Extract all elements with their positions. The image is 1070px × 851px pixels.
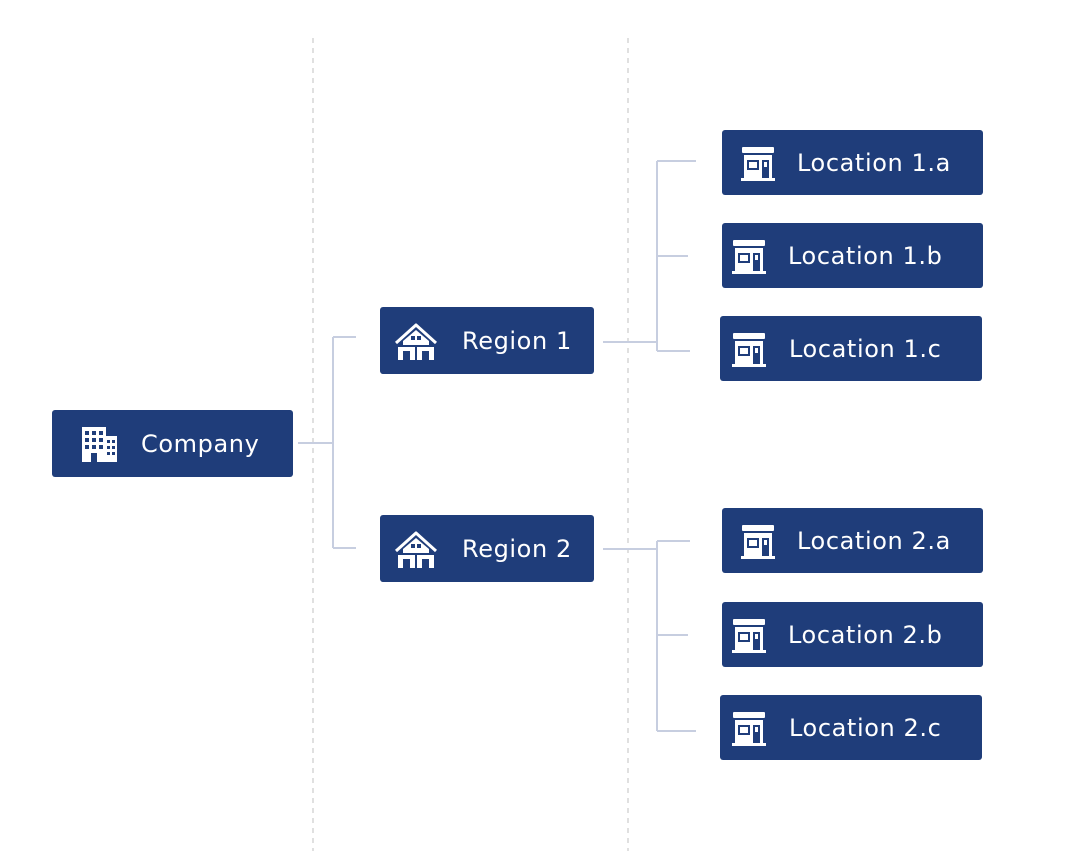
storefront-icon <box>740 523 776 559</box>
location-label: Location 2.a <box>797 526 951 555</box>
storefront-icon <box>731 710 767 746</box>
location-node[interactable]: Location 2.b <box>722 602 983 667</box>
company-label: Company <box>141 429 260 458</box>
location-node[interactable]: Location 2.a <box>722 508 983 573</box>
location-node[interactable]: Location 1.a <box>722 130 983 195</box>
connector-region-1-locations <box>603 160 696 352</box>
storefront-icon <box>731 331 767 367</box>
connector-region-2-locations <box>603 540 696 732</box>
location-label: Location 1.a <box>797 148 951 177</box>
storefront-icon <box>731 238 767 274</box>
region-node[interactable]: Region 2 <box>380 515 594 582</box>
storefront-icon <box>740 145 776 181</box>
location-node[interactable]: Location 1.c <box>720 316 982 381</box>
location-label: Location 2.c <box>789 713 942 742</box>
warehouse-icon <box>394 529 438 569</box>
location-label: Location 1.c <box>789 334 942 363</box>
company-node[interactable]: Company <box>52 410 293 477</box>
storefront-icon <box>731 617 767 653</box>
warehouse-icon <box>394 321 438 361</box>
location-label: Location 1.b <box>788 241 943 270</box>
location-label: Location 2.b <box>788 620 943 649</box>
region-node[interactable]: Region 1 <box>380 307 594 374</box>
location-node[interactable]: Location 1.b <box>722 223 983 288</box>
region-label: Region 2 <box>462 534 572 563</box>
office-building-icon <box>79 425 119 463</box>
region-label: Region 1 <box>462 326 572 355</box>
location-node[interactable]: Location 2.c <box>720 695 982 760</box>
connector-company-regions <box>298 336 356 549</box>
